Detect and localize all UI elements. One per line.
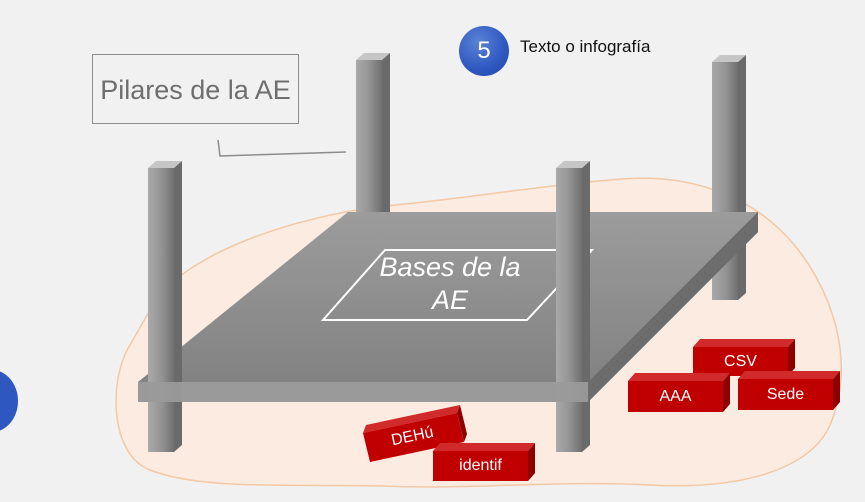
step-number: 5: [477, 37, 491, 64]
pillar-front-left: [148, 161, 182, 452]
step-number-badge: 5: [459, 26, 509, 76]
pillars-label: Pilares de la AE: [100, 74, 291, 105]
pillar-front-right: [556, 161, 590, 452]
brick-label-sede: Sede: [766, 385, 805, 403]
brick-dehu: [363, 405, 467, 462]
pillar-back-left: [356, 53, 390, 232]
bases-outline: [320, 249, 595, 321]
brick-label-csv: CSV: [724, 352, 757, 370]
brick-label-identif: identif: [459, 457, 502, 474]
bases-label-box: Bases de la AE: [360, 248, 540, 320]
brick-aaa: [628, 373, 730, 412]
pillars-callout: Pilares de la AE: [92, 54, 299, 124]
platform-slab-top: [138, 212, 758, 382]
callout-connector: [217, 139, 347, 157]
brick-identif: [433, 443, 535, 481]
brick-label-aaa: AAA: [659, 387, 692, 405]
side-circle-badge: [0, 370, 18, 432]
bases-label: Bases de la AE: [379, 252, 521, 315]
step-text: Texto o infografía: [520, 37, 651, 56]
brick-sede: [738, 371, 840, 410]
